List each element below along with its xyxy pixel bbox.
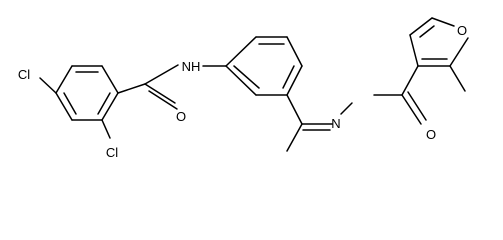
chemical-structure: Cl Cl NH O N O O (18, 17, 469, 160)
chlorine-label-top: Cl (18, 67, 30, 82)
bond (409, 17, 433, 36)
hydrazone-nitrogen-label: N (331, 116, 340, 131)
bond (55, 65, 73, 94)
bond (101, 65, 119, 94)
bond (286, 65, 303, 96)
bonds (39, 17, 469, 152)
bond (148, 90, 178, 110)
bond (117, 83, 146, 94)
bond (55, 92, 73, 121)
bond (101, 92, 119, 121)
bond (449, 37, 469, 67)
bond (282, 65, 295, 89)
bond (233, 65, 260, 89)
bond (407, 91, 427, 121)
bond (225, 65, 257, 96)
carbonyl-oxygen-label: O (426, 127, 436, 142)
atom-labels: Cl Cl NH O N O O (18, 23, 467, 160)
amide-nh-label: NH (182, 59, 201, 74)
bond (431, 17, 455, 27)
furan-oxygen-label: O (457, 23, 467, 38)
bond (39, 77, 57, 94)
bond (144, 83, 176, 104)
bond (340, 102, 353, 115)
bond (449, 65, 466, 92)
bond (286, 123, 303, 152)
bond (419, 25, 435, 38)
bond (401, 94, 422, 125)
bond (409, 34, 419, 67)
bond (144, 64, 179, 85)
bond (225, 36, 257, 67)
bond (97, 92, 111, 115)
bond (63, 92, 77, 115)
bond (286, 94, 303, 125)
bond (286, 36, 303, 67)
chlorine-label-bottom: Cl (106, 145, 118, 160)
amide-oxygen-label: O (176, 109, 186, 124)
bond (101, 119, 111, 139)
bond (401, 65, 419, 96)
